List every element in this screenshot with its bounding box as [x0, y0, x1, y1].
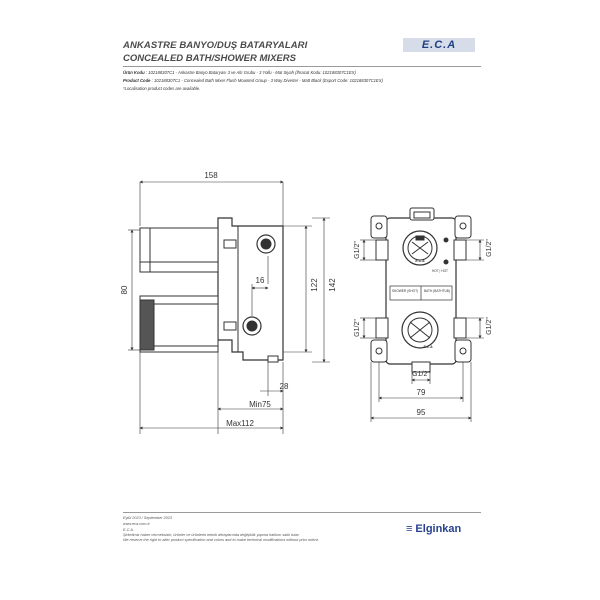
front-brand-mark-top: E.C.A: [415, 259, 425, 263]
product-code-tr-value: : 102188307C1 - Ankastre Banyo Bataryası…: [145, 70, 356, 75]
product-code-tr-label: Ürün Kodu: [123, 70, 145, 75]
footer-disclaimer-tr: Şirketimiz haber vermeksizin, ürünler ve…: [123, 533, 300, 537]
dim-g-bottom-right: G1/2": [486, 317, 493, 335]
dim-79: 79: [417, 388, 426, 397]
product-code-en-label: Product Code: [123, 78, 151, 83]
footer-disclaimer-en: We reserve the right to alter product sp…: [123, 538, 320, 542]
side-dimension-labels: 158 80 16 122 142 28 Min75 Max112: [120, 171, 337, 428]
dim-16: 16: [256, 276, 265, 285]
dim-158: 158: [204, 171, 218, 180]
front-dimension-labels: G1/2" G1/2" G1/2" G1/2" G1/2" 79 95: [354, 239, 493, 417]
eca-logo-text: E.C.A: [421, 39, 457, 51]
side-view: [139, 217, 284, 363]
footer-divider: [123, 512, 481, 513]
elginkan-brand: ≡Elginkan: [406, 523, 461, 535]
footer-website[interactable]: www.eca.com.tr: [123, 522, 150, 526]
dim-122: 122: [310, 278, 319, 292]
dim-min75: Min75: [249, 400, 271, 409]
dim-g-bottom-left: G1/2": [354, 319, 361, 337]
product-code-en-value: : 102188307C1 - Concealed Bath Mixer Flu…: [151, 78, 383, 83]
elginkan-brand-text: Elginkan: [415, 523, 462, 535]
front-view: [370, 207, 472, 373]
front-hot-label: HOT | HOT: [432, 269, 448, 273]
front-shower-label: SHOWER (SHOT): [392, 289, 418, 293]
front-view-labels: SHOWER (SHOT) BATH (BATHTUB) HOT | HOT E…: [392, 259, 450, 349]
dim-max112: Max112: [226, 419, 254, 428]
side-handle-upper: [139, 227, 219, 273]
eca-logo: E.C.A: [403, 38, 475, 52]
elginkan-logo-icon: ≡: [406, 523, 413, 535]
header-divider: [123, 66, 481, 67]
side-dimensions: [128, 180, 330, 434]
dim-80: 80: [120, 285, 129, 294]
title-english: CONCEALED BATH/SHOWER MIXERS: [123, 53, 296, 64]
dim-g-top-left: G1/2": [354, 241, 361, 259]
dim-142: 142: [328, 278, 337, 292]
dim-g-bottom-center: G1/2": [412, 371, 430, 378]
footer-company: E.C.A.: [123, 528, 134, 532]
front-dimensions: [360, 239, 484, 422]
footer-date: Eylül 2023 / September 2023: [123, 516, 172, 520]
front-brand-mark-bottom: E.C.A: [423, 345, 433, 349]
dim-95: 95: [417, 408, 426, 417]
dim-28: 28: [280, 382, 289, 391]
front-bath-label: BATH (BATHTUB): [424, 289, 450, 293]
localisation-note: *Localisation product codes are availabl…: [123, 86, 201, 91]
title-turkish: ANKASTRE BANYO/DUŞ BATARYALARI: [123, 40, 308, 51]
dim-g-top-right: G1/2": [486, 239, 493, 257]
product-code-en: Product Code : 102188307C1 - Concealed B…: [123, 78, 383, 83]
product-code-tr: Ürün Kodu : 102188307C1 - Ankastre Banyo…: [123, 70, 356, 75]
